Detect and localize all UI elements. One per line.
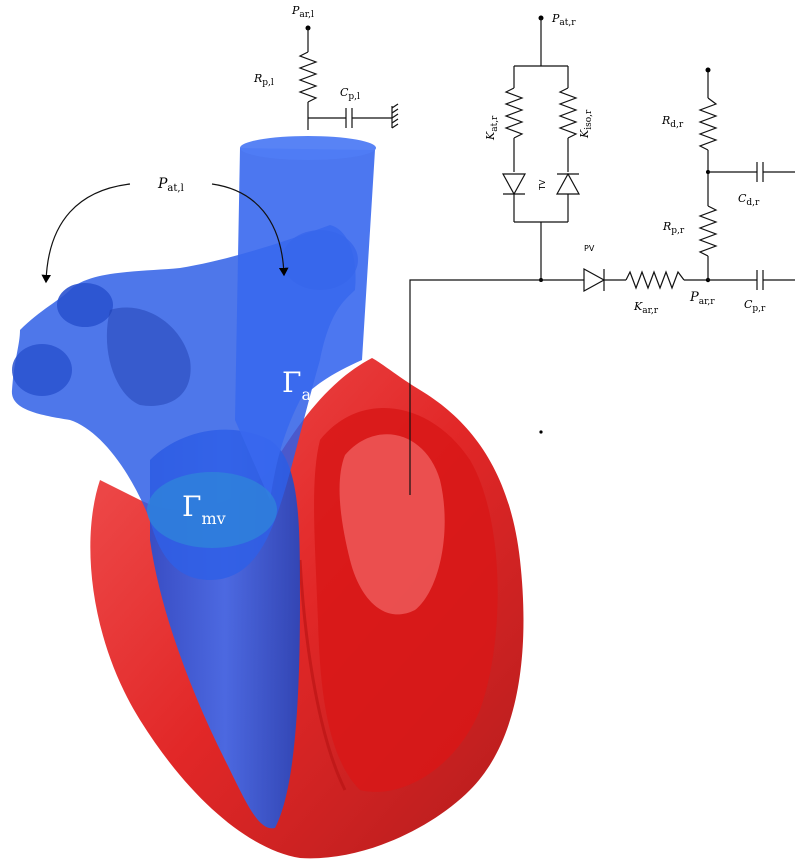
lead-into-ventricle [409,279,541,495]
pulmonary-vein-left [57,283,113,327]
pv-label: PV [584,244,595,253]
atrial-arrow-left [41,183,131,284]
gamma-ao-label: Γao [282,366,321,404]
mitral-valve [147,472,277,548]
right-arterial-pressure-label: Par,r [689,290,715,307]
left-circuit: Par,l Rp,l Cp,l [253,4,399,130]
k-arterial-resistor [625,270,685,290]
gamma-mv-label: Γmv [182,490,226,528]
atrial-pressure-annotation: Pat,l [41,176,289,284]
distal-top-node [705,67,711,73]
heart-model: Γao Γmv [11,136,524,859]
r-distal-resistor [698,97,718,151]
left-capacitance-label: Cp,l [340,86,360,102]
c-distal-label: Cd,r [738,192,760,208]
left-arterial-pressure-label: Par,l [291,4,314,20]
left-resistor [298,51,318,103]
aorta [235,148,375,500]
atrial-pressure-label: Pat,l [157,176,184,194]
right-atrial-pressure-label: Pat,r [551,12,576,28]
right-ventricle-inner [339,434,445,615]
atrial-arrow-right [211,183,289,277]
tricuspid-diode-up [555,172,581,195]
k-iso-label: Kiso,r [578,109,594,139]
k-atrial-label: Kat,r [484,115,500,141]
c-proximal-label: Cp,r [744,298,766,314]
k-atrial-resistor [504,87,524,139]
r-distal-label: Rd,r [661,114,684,130]
pulmonary-vein-lower [12,344,72,396]
left-resistance-label: Rp,l [253,72,274,88]
tricuspid-diode-down [501,173,527,196]
ground-icon [391,103,399,129]
r-proximal-resistor [698,205,718,257]
atrium-inner-shading [106,307,191,406]
tv-label: TV [538,179,547,191]
k-iso-resistor [558,87,578,139]
right-circuit: Pat,r Kat,r Kiso,r TV [409,12,795,495]
septum-edge [298,559,347,791]
aorta-opening [240,136,376,160]
pulmonary-valve-diode [583,267,606,293]
k-arterial-label: Kar,r [633,300,659,316]
stray-dot [539,430,543,434]
r-proximal-label: Rp,r [662,220,685,236]
